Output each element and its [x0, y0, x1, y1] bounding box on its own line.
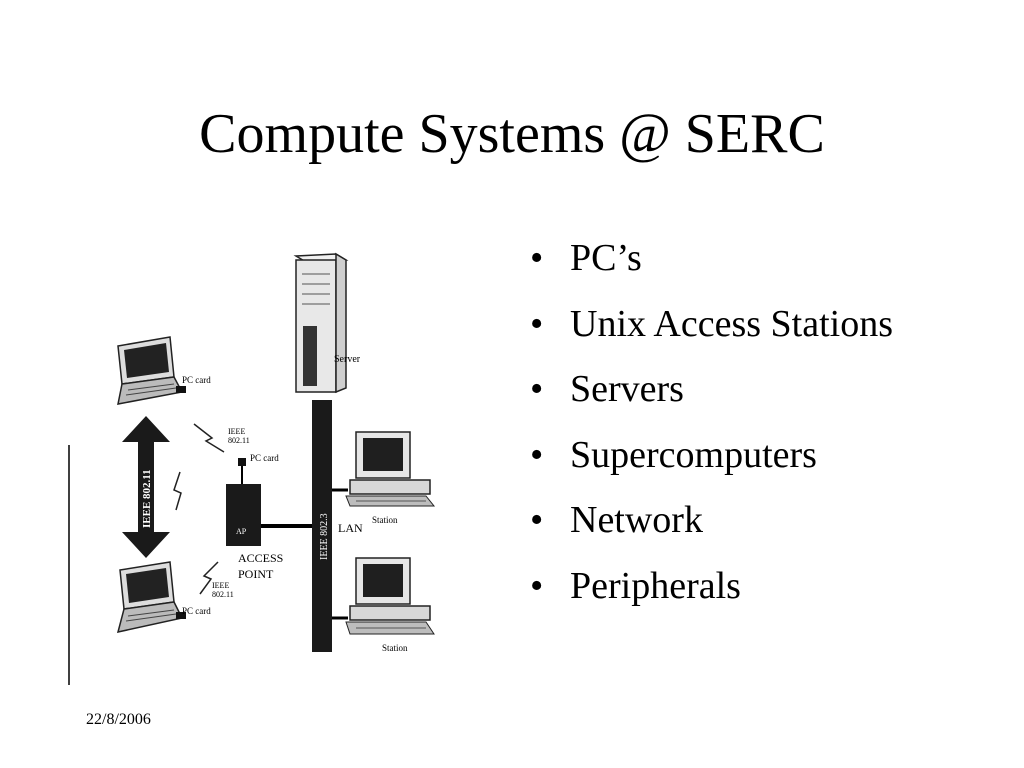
bullet-item: • Network: [530, 494, 893, 560]
bullet-text: Supercomputers: [570, 433, 817, 476]
station-icon-bottom: [332, 557, 435, 635]
server-label: Server: [334, 354, 361, 365]
bullet-text: Unix Access Stations: [570, 302, 893, 345]
pc-card-label-ap: PC card: [250, 453, 279, 463]
ieee-label-top-line1: IEEE: [228, 427, 245, 436]
footer-date: 22/8/2006: [86, 711, 151, 728]
pc-card-label-top: PC card: [182, 375, 211, 385]
network-diagram: Server IEEE 802.3 LAN Station Station: [66, 240, 486, 685]
ieee-label-bottom-line1: IEEE: [212, 581, 229, 590]
access-point-label-line2: POINT: [238, 567, 274, 581]
bullet-glyph: •: [530, 237, 544, 279]
lan-backbone: [312, 400, 332, 652]
server-icon: [293, 252, 349, 394]
laptop-icon-top: [117, 336, 186, 405]
ieee-label-top-line2: 802.11: [228, 436, 250, 445]
lightning-bolt-icon-top: [193, 423, 225, 453]
slide-title: Compute Systems @ SERC: [199, 103, 825, 165]
pc-card-label-bottom: PC card: [182, 606, 211, 616]
ieee-label-bottom-line2: 802.11: [212, 590, 234, 599]
bullet-text: Network: [570, 499, 703, 541]
laptop-icon-bottom: [116, 561, 186, 633]
bullet-glyph: •: [530, 302, 544, 345]
bullet-glyph: •: [530, 368, 544, 410]
bullet-item: • Supercomputers: [530, 429, 893, 495]
lightning-bolt-icon-bottom: [199, 561, 219, 595]
station-label-bottom: Station: [382, 643, 408, 653]
bullet-text: Servers: [570, 368, 684, 410]
bullet-text: PC’s: [570, 237, 642, 279]
double-arrow-icon: [122, 416, 170, 558]
bullet-list: • PC’s • Unix Access Stations • Servers • Su…: [530, 232, 893, 625]
station-label-top: Station: [372, 515, 398, 525]
access-point-icon: [226, 458, 312, 546]
ap-label: AP: [236, 527, 247, 536]
bullet-item: • Unix Access Stations: [530, 298, 893, 364]
bullet-item: • Servers: [530, 363, 893, 429]
bullet-glyph: •: [530, 499, 544, 541]
lightning-bolt-icon-middle: [173, 471, 182, 511]
network-diagram-svg: Server IEEE 802.3 LAN Station Station: [68, 252, 436, 685]
bullet-glyph: •: [530, 564, 544, 607]
bullet-item: • Peripherals: [530, 560, 893, 626]
bullet-glyph: •: [530, 433, 544, 476]
bullet-item: • PC’s: [530, 232, 893, 298]
lan-label: LAN: [338, 521, 363, 535]
backbone-label: IEEE 802.3: [319, 513, 330, 560]
vertical-arrow-label: IEEE 802.11: [141, 469, 153, 528]
station-icon-top: [332, 431, 436, 507]
bullet-text: Peripherals: [570, 564, 741, 607]
access-point-label-line1: ACCESS: [238, 551, 283, 565]
